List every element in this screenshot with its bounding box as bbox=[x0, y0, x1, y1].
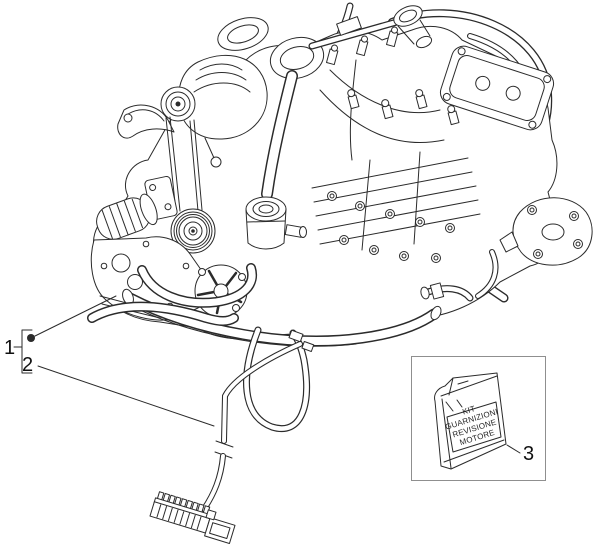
lower-hoses bbox=[87, 263, 258, 326]
coolant-hoses bbox=[420, 249, 499, 302]
multi-pin-connector bbox=[149, 491, 236, 544]
callout-2-label[interactable]: 2 bbox=[22, 354, 33, 376]
alternator bbox=[160, 54, 268, 168]
callout-1[interactable]: 1 bbox=[4, 295, 117, 374]
support-arm bbox=[117, 104, 175, 139]
assembly-dot bbox=[27, 334, 35, 342]
cylinder-head bbox=[311, 59, 481, 263]
kit-box bbox=[411, 356, 546, 481]
sensor-fittings bbox=[347, 89, 460, 126]
callout-2[interactable]: 2 bbox=[22, 354, 215, 427]
breather-hose-loop bbox=[242, 326, 315, 433]
kit-label-line-1: KIT bbox=[461, 404, 476, 416]
fuel-rail-injectors bbox=[308, 5, 433, 66]
head-bolts bbox=[327, 191, 455, 263]
callout-3-label[interactable]: 3 bbox=[523, 443, 534, 465]
valve-cover bbox=[439, 45, 555, 131]
oil-filter bbox=[96, 193, 158, 240]
callout-1-label[interactable]: 1 bbox=[4, 337, 15, 359]
gasket-kit-bag: KIT GUARNIZIONI REVISIONE MOTORE bbox=[434, 372, 507, 470]
wiring-lead bbox=[201, 341, 303, 512]
throttle-body bbox=[245, 196, 307, 250]
kit-bag-label bbox=[446, 401, 502, 453]
exhaust-pipes bbox=[122, 288, 442, 347]
crank-pulley bbox=[170, 208, 216, 254]
callout-3[interactable]: 3 bbox=[506, 443, 534, 465]
drive-belt bbox=[165, 116, 203, 213]
engine-mount-bracket bbox=[499, 197, 593, 266]
